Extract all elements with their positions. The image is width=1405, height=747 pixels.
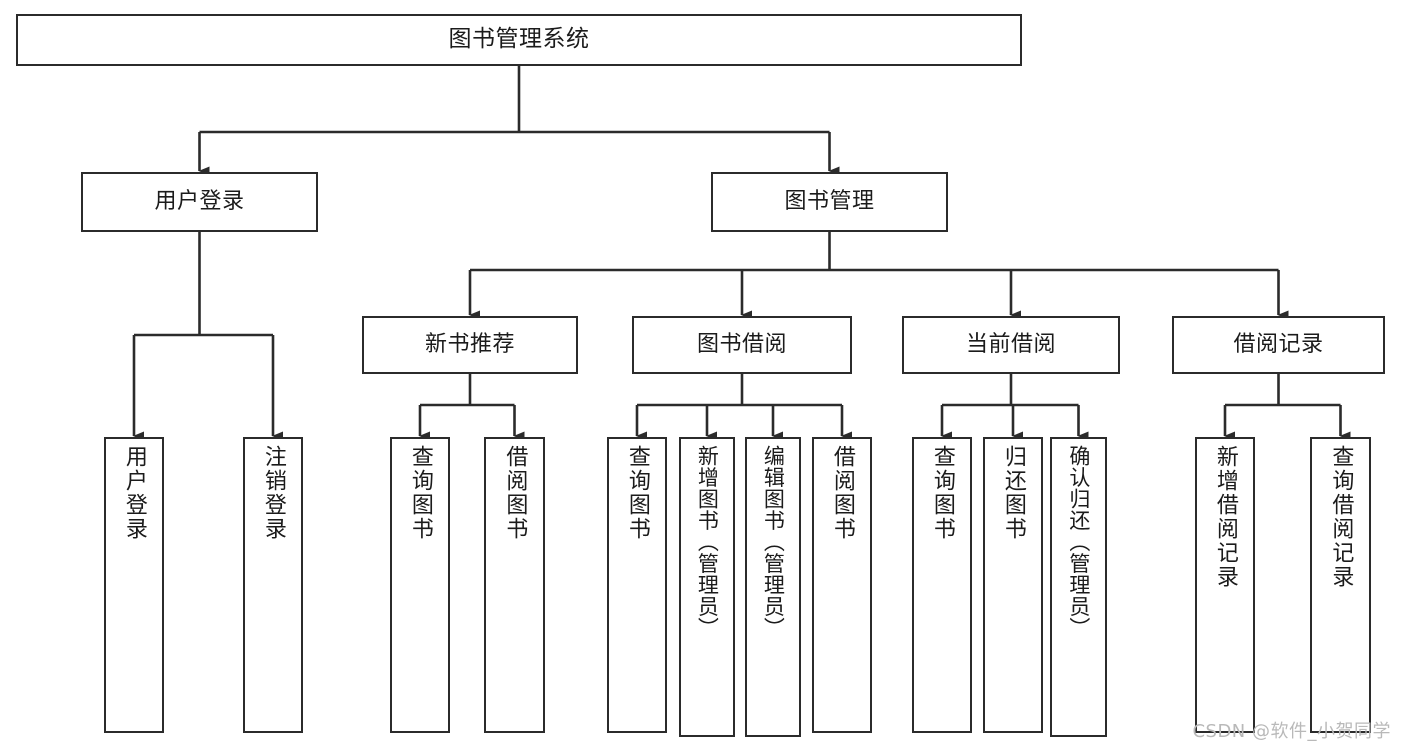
node-leaf-user-login[interactable]: 用户登录	[104, 437, 164, 733]
node-label: 查询借阅记录	[1328, 445, 1354, 589]
node-label: 借阅图书	[502, 445, 528, 541]
node-label: 注销登录	[260, 445, 286, 541]
node-label: 查询图书	[407, 445, 433, 541]
node-label: 图书管理	[784, 189, 875, 215]
node-leaf-add-record[interactable]: 新增借阅记录	[1195, 437, 1255, 733]
node-label: 图书借阅	[696, 332, 787, 358]
node-label: 确认归还（管理员）	[1066, 445, 1091, 639]
node-root[interactable]: 图书管理系统	[16, 14, 1022, 66]
node-leaf-borrow-book-2[interactable]: 借阅图书	[812, 437, 872, 733]
node-label: 当前借阅	[965, 332, 1056, 358]
node-label: 用户登录	[121, 445, 147, 541]
node-book-borrow[interactable]: 图书借阅	[632, 316, 852, 374]
csdn-watermark: CSDN @软件_小贺同学	[1192, 721, 1391, 742]
node-leaf-confirm-return[interactable]: 确认归还（管理员）	[1050, 437, 1107, 737]
node-leaf-query-record[interactable]: 查询借阅记录	[1310, 437, 1371, 733]
node-label: 新书推荐	[424, 332, 515, 358]
node-label: 图书管理系统	[448, 26, 590, 53]
node-label: 查询图书	[624, 445, 650, 541]
node-user-login[interactable]: 用户登录	[81, 172, 318, 232]
node-label: 查询图书	[929, 445, 955, 541]
node-label: 编辑图书（管理员）	[761, 445, 786, 639]
node-label: 借阅图书	[829, 445, 855, 541]
node-current-borrow[interactable]: 当前借阅	[902, 316, 1120, 374]
node-leaf-query-book-2[interactable]: 查询图书	[607, 437, 667, 733]
node-leaf-query-book-1[interactable]: 查询图书	[390, 437, 450, 733]
node-label: 新增图书（管理员）	[695, 445, 720, 639]
node-leaf-edit-book[interactable]: 编辑图书（管理员）	[745, 437, 801, 737]
node-new-book-recommend[interactable]: 新书推荐	[362, 316, 578, 374]
node-leaf-query-book-3[interactable]: 查询图书	[912, 437, 972, 733]
node-leaf-logout[interactable]: 注销登录	[243, 437, 303, 733]
node-label: 用户登录	[154, 189, 245, 215]
node-leaf-borrow-book-1[interactable]: 借阅图书	[484, 437, 545, 733]
node-label: 借阅记录	[1233, 332, 1324, 358]
node-book-manage[interactable]: 图书管理	[711, 172, 948, 232]
node-label: 新增借阅记录	[1212, 445, 1238, 589]
node-leaf-add-book[interactable]: 新增图书（管理员）	[679, 437, 735, 737]
node-borrow-record[interactable]: 借阅记录	[1172, 316, 1385, 374]
node-leaf-return-book[interactable]: 归还图书	[983, 437, 1043, 733]
node-label: 归还图书	[1000, 445, 1026, 541]
